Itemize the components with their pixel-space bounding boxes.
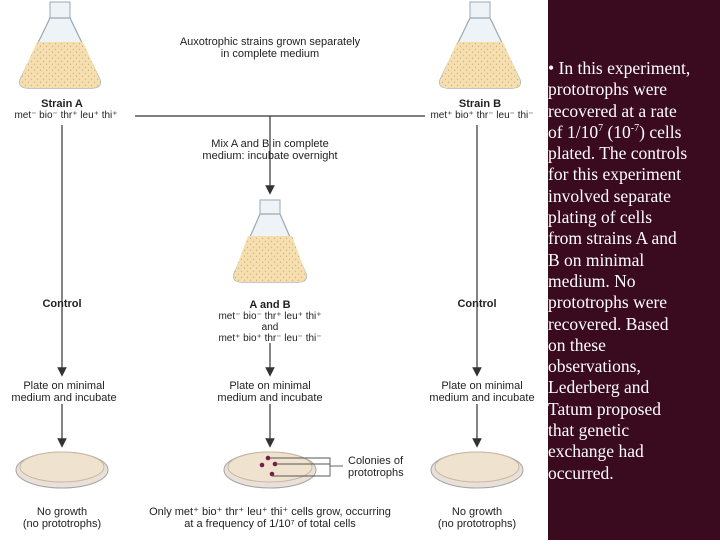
mixed-and: and [261,322,279,333]
control-right-label: Control [457,298,497,310]
side-line: recovered at a rate [548,100,677,121]
petri-dish-right [430,451,524,489]
petri-dish-center [223,451,317,489]
control-left-label: Control [42,298,82,310]
strain-a-genotype: met⁻ bio⁻ thr⁺ leu⁺ thi⁺ [14,110,118,121]
side-line: exchange had [548,441,644,462]
side-line: occurred. [548,462,614,483]
colony [259,462,265,468]
strain-b-title: Strain B [458,98,502,110]
result-right: No growth(no prototrophs) [437,506,517,530]
mixed-genotype-a: met⁻ bio⁻ thr⁺ leu⁺ thi⁺ [218,311,322,322]
side-line: for this experiment [548,164,682,185]
side-line: that genetic [548,420,630,441]
side-line: on these [548,334,606,355]
flask-mixed [233,199,307,283]
side-line: recovered. Based [548,313,669,334]
colony [272,461,278,467]
strain-a-title: Strain A [41,98,83,110]
result-center: Only met⁺ bio⁺ thr⁺ leu⁺ thi⁺ cells grow… [149,506,391,530]
mixed-title: A and B [249,299,291,311]
side-line: Tatum proposed [548,398,661,419]
strain-b-genotype: met⁺ bio⁺ thr⁻ leu⁻ thi⁻ [430,110,534,121]
side-line: B on minimal [548,249,645,270]
colony [269,471,275,477]
side-line: plated. The controls [548,143,688,164]
side-panel [548,0,720,540]
diagram-drawing [15,1,524,489]
mixed-genotype-b: met⁺ bio⁺ thr⁻ leu⁻ thi⁻ [218,333,322,344]
side-line: prototrophs were [548,292,668,313]
side-line: plating of cells [548,207,653,228]
side-panel-text: • In this experiment, prototrophs were r… [548,58,714,484]
side-line-rate: of 1/107 (10-7) cells [548,121,682,142]
flask-strain-a [19,1,101,89]
side-line: from strains A and [548,228,677,249]
petri-dish-left [15,451,109,489]
side-line: Lederberg and [548,377,650,398]
colony-callout [270,457,331,477]
side-line: involved separate [548,185,671,206]
side-line: prototrophs were [548,79,668,100]
side-line: observations, [548,356,641,377]
colony [265,455,271,461]
result-left: No growth(no prototrophs) [22,506,102,530]
side-line: medium. No [548,270,636,291]
side-line: • In this experiment, [548,58,691,78]
flask-strain-b [439,1,521,89]
